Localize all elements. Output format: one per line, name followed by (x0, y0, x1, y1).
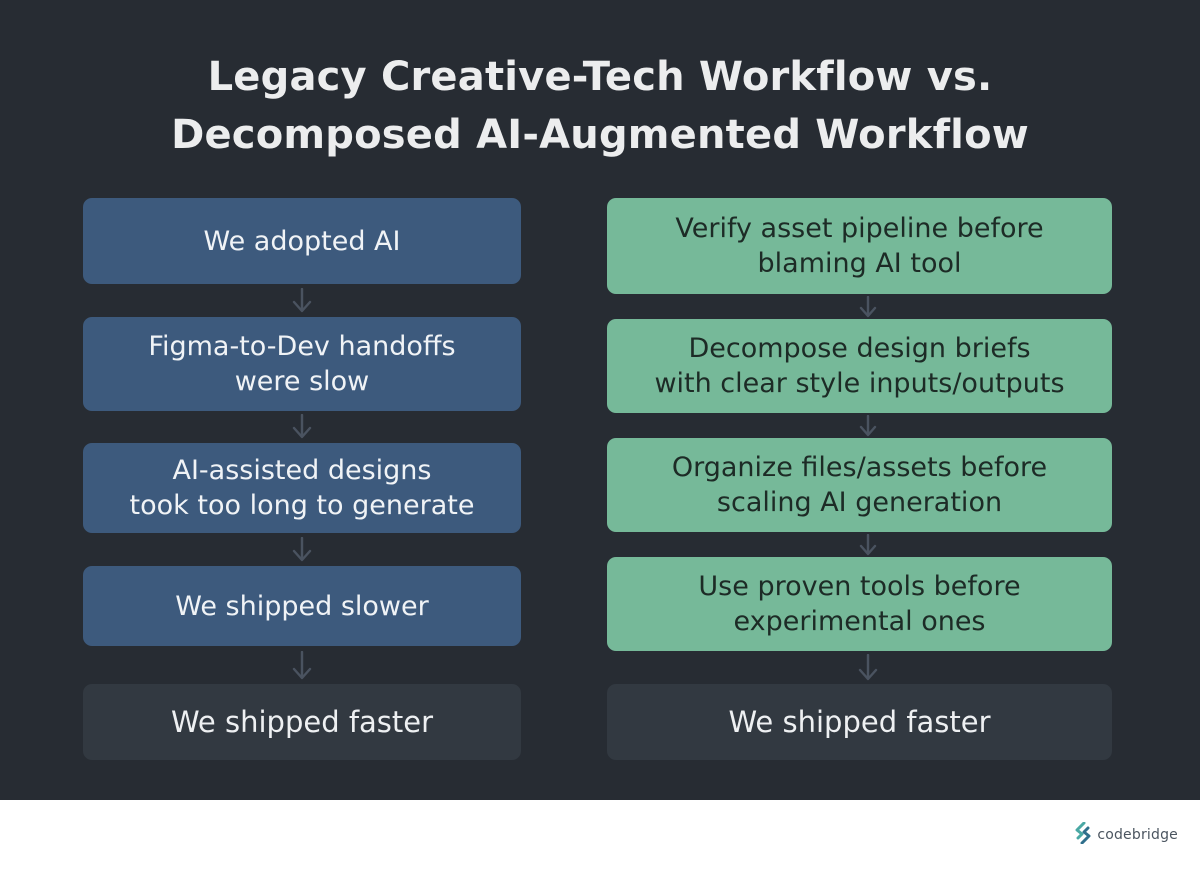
ai-step-3-line-1: Organize files/assets before (671, 452, 1048, 483)
ai-step-1-line-2: blaming AI tool (757, 248, 962, 279)
down-arrow-icon (858, 296, 878, 322)
legacy-step-2: Figma-to-Dev handoffs were slow (83, 317, 521, 411)
down-arrow-icon (292, 288, 312, 314)
ai-result-label: We shipped faster (728, 704, 991, 739)
legacy-step-2-line-2: were slow (234, 366, 370, 397)
legacy-step-1: We adopted AI (83, 198, 521, 284)
down-arrow-icon (292, 414, 312, 440)
ai-result: We shipped faster (607, 684, 1112, 760)
down-arrow-icon (858, 654, 878, 681)
title-line-1: Legacy Creative-Tech Workflow vs. (207, 54, 993, 100)
legacy-step-4-line-1: We shipped slower (175, 590, 429, 622)
legacy-step-4: We shipped slower (83, 566, 521, 646)
title-line-2: Decomposed AI-Augmented Workflow (171, 112, 1029, 158)
diagram-panel: Legacy Creative-Tech Workflow vs. Decomp… (0, 0, 1200, 800)
ai-step-1-line-1: Verify asset pipeline before (675, 213, 1044, 244)
legacy-result-label: We shipped faster (170, 704, 434, 739)
down-arrow-icon (858, 415, 878, 441)
diagram-title: Legacy Creative-Tech Workflow vs. Decomp… (0, 48, 1200, 164)
ai-step-4: Use proven tools before experimental one… (607, 557, 1112, 651)
down-arrow-icon (858, 534, 878, 560)
legacy-step-1-line-1: We adopted AI (203, 225, 401, 257)
ai-step-1: Verify asset pipeline before blaming AI … (607, 198, 1112, 294)
down-arrow-icon (292, 537, 312, 563)
legacy-step-3-line-2: took too long to generate (129, 490, 475, 521)
ai-step-4-line-2: experimental ones (733, 606, 986, 637)
legacy-step-3: AI-assisted designs took too long to gen… (83, 443, 521, 533)
ai-step-4-line-1: Use proven tools before (698, 571, 1021, 602)
codebridge-logo: codebridge (1075, 821, 1178, 848)
down-arrow-icon (292, 651, 312, 680)
ai-step-3-line-2: scaling AI generation (716, 487, 1003, 518)
legacy-step-3-line-1: AI-assisted designs (172, 455, 432, 486)
codebridge-logo-icon (1075, 821, 1091, 848)
ai-step-2-line-2: with clear style inputs/outputs (654, 368, 1065, 399)
logo-text: codebridge (1097, 827, 1178, 843)
ai-step-2-line-1: Decompose design briefs (688, 333, 1031, 364)
legacy-step-2-line-1: Figma-to-Dev handoffs (148, 331, 456, 362)
legacy-result: We shipped faster (83, 684, 521, 760)
ai-step-3: Organize files/assets before scaling AI … (607, 438, 1112, 532)
ai-step-2: Decompose design briefs with clear style… (607, 319, 1112, 413)
